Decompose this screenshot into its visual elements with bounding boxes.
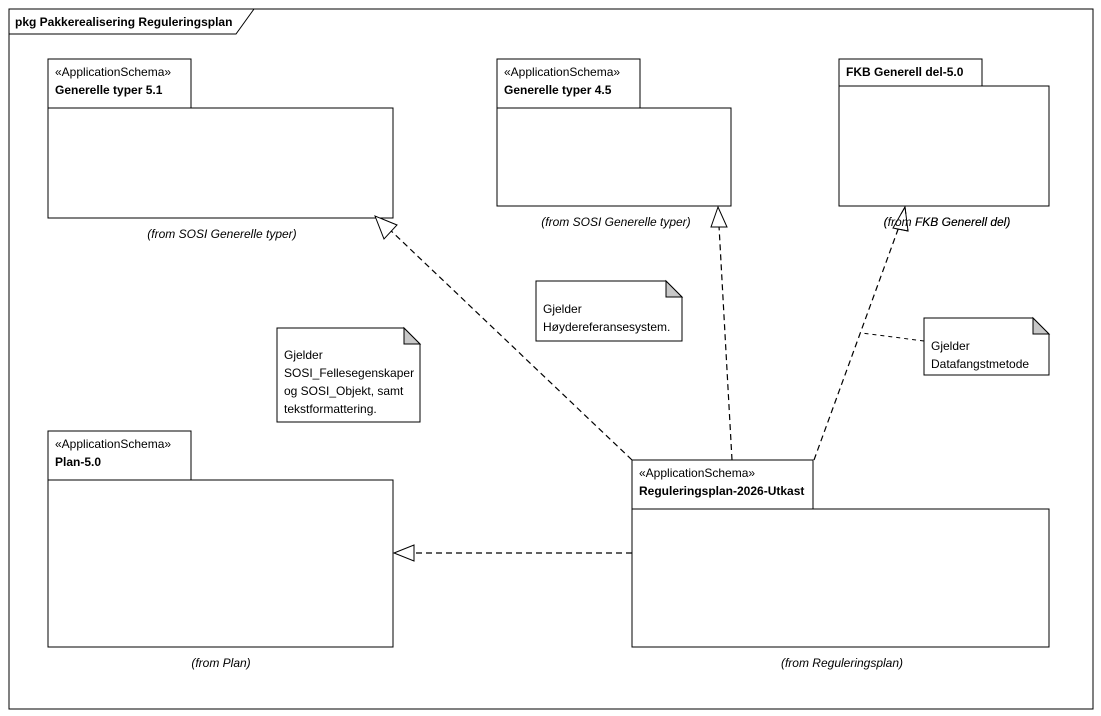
note-line: og SOSI_Objekt, samt bbox=[284, 384, 404, 398]
package-tab bbox=[631, 459, 814, 510]
package-origin: (from SOSI Generelle typer) bbox=[147, 227, 296, 241]
package-body bbox=[838, 85, 1050, 207]
frame-title: pkg Pakkerealisering Reguleringsplan bbox=[15, 15, 232, 29]
package-name: Plan-5.0 bbox=[55, 455, 101, 469]
realization-arrowhead bbox=[392, 544, 415, 562]
note-fold bbox=[665, 279, 684, 298]
package-tab bbox=[47, 58, 192, 109]
package-generelle-typer-4-5[interactable]: «ApplicationSchema» Generelle typer 4.5 … bbox=[496, 58, 732, 229]
package-tab bbox=[838, 58, 983, 87]
realization-to-generelle-typer-4-5[interactable] bbox=[710, 205, 733, 461]
package-stereotype: «ApplicationSchema» bbox=[504, 65, 620, 79]
package-plan-5-0[interactable]: «ApplicationSchema» Plan-5.0 (from Plan) bbox=[47, 430, 394, 670]
note-line: tekstformattering. bbox=[284, 402, 377, 416]
package-fkb-generell-del[interactable]: FKB Generell del-5.0 (from FKB Generell … bbox=[838, 58, 1050, 229]
package-origin: (from SOSI Generelle typer) bbox=[541, 215, 690, 229]
realization-arrowhead-outline bbox=[892, 205, 909, 232]
package-origin-overlay: (from FKB Generell del) bbox=[884, 215, 1011, 229]
note-line: Gjelder bbox=[543, 302, 582, 316]
package-name: Generelle typer 5.1 bbox=[55, 83, 163, 97]
note-body bbox=[535, 280, 683, 342]
note-line: Gjelder bbox=[931, 339, 970, 353]
package-body bbox=[47, 107, 394, 219]
package-origin: (from Plan) bbox=[191, 656, 250, 670]
package-reguleringsplan-2026-utkast[interactable]: «ApplicationSchema» Reguleringsplan-2026… bbox=[631, 459, 1050, 670]
package-tab bbox=[496, 58, 641, 109]
realization-line bbox=[718, 225, 733, 461]
package-generelle-typer-5-1[interactable]: «ApplicationSchema» Generelle typer 5.1 … bbox=[47, 58, 394, 241]
realization-to-generelle-typer-5-1[interactable] bbox=[374, 215, 633, 461]
note-fold bbox=[403, 326, 422, 345]
note-sosi-fellesegenskaper[interactable]: Gjelder SOSI_Fellesegenskaper og SOSI_Ob… bbox=[276, 326, 422, 423]
realization-to-plan-5-0[interactable] bbox=[392, 544, 632, 562]
package-body bbox=[496, 107, 732, 207]
package-name: FKB Generell del-5.0 bbox=[846, 65, 964, 79]
note-body bbox=[276, 327, 421, 423]
package-body bbox=[47, 479, 394, 648]
realization-line bbox=[813, 223, 901, 461]
package-body bbox=[631, 508, 1050, 648]
note-line: Høydereferansesystem. bbox=[543, 320, 670, 334]
note-body bbox=[923, 317, 1050, 376]
note-line: Datafangstmetode bbox=[931, 357, 1029, 371]
package-origin: (from Reguleringsplan) bbox=[781, 656, 903, 670]
package-name: Reguleringsplan-2026-Utkast bbox=[639, 484, 804, 498]
package-stereotype: «ApplicationSchema» bbox=[639, 466, 755, 480]
note-datafangstmetode[interactable]: Gjelder Datafangstmetode bbox=[923, 316, 1051, 376]
package-name: Generelle typer 4.5 bbox=[504, 83, 612, 97]
package-stereotype: «ApplicationSchema» bbox=[55, 437, 171, 451]
package-stereotype: «ApplicationSchema» bbox=[55, 65, 171, 79]
package-origin: (from FKB Generell del) bbox=[884, 215, 1011, 229]
frame-title-tab bbox=[9, 8, 255, 35]
realization-arrowhead bbox=[374, 215, 398, 240]
package-tab bbox=[47, 430, 192, 481]
realization-line bbox=[386, 226, 633, 461]
note-line: Gjelder bbox=[284, 348, 323, 362]
note-anchor-line bbox=[861, 332, 925, 342]
note-fold bbox=[1032, 316, 1051, 335]
realization-arrowhead bbox=[710, 205, 728, 228]
note-line: SOSI_Fellesegenskaper bbox=[284, 366, 414, 380]
note-hoydereferansesystem[interactable]: Gjelder Høydereferansesystem. bbox=[535, 279, 684, 342]
